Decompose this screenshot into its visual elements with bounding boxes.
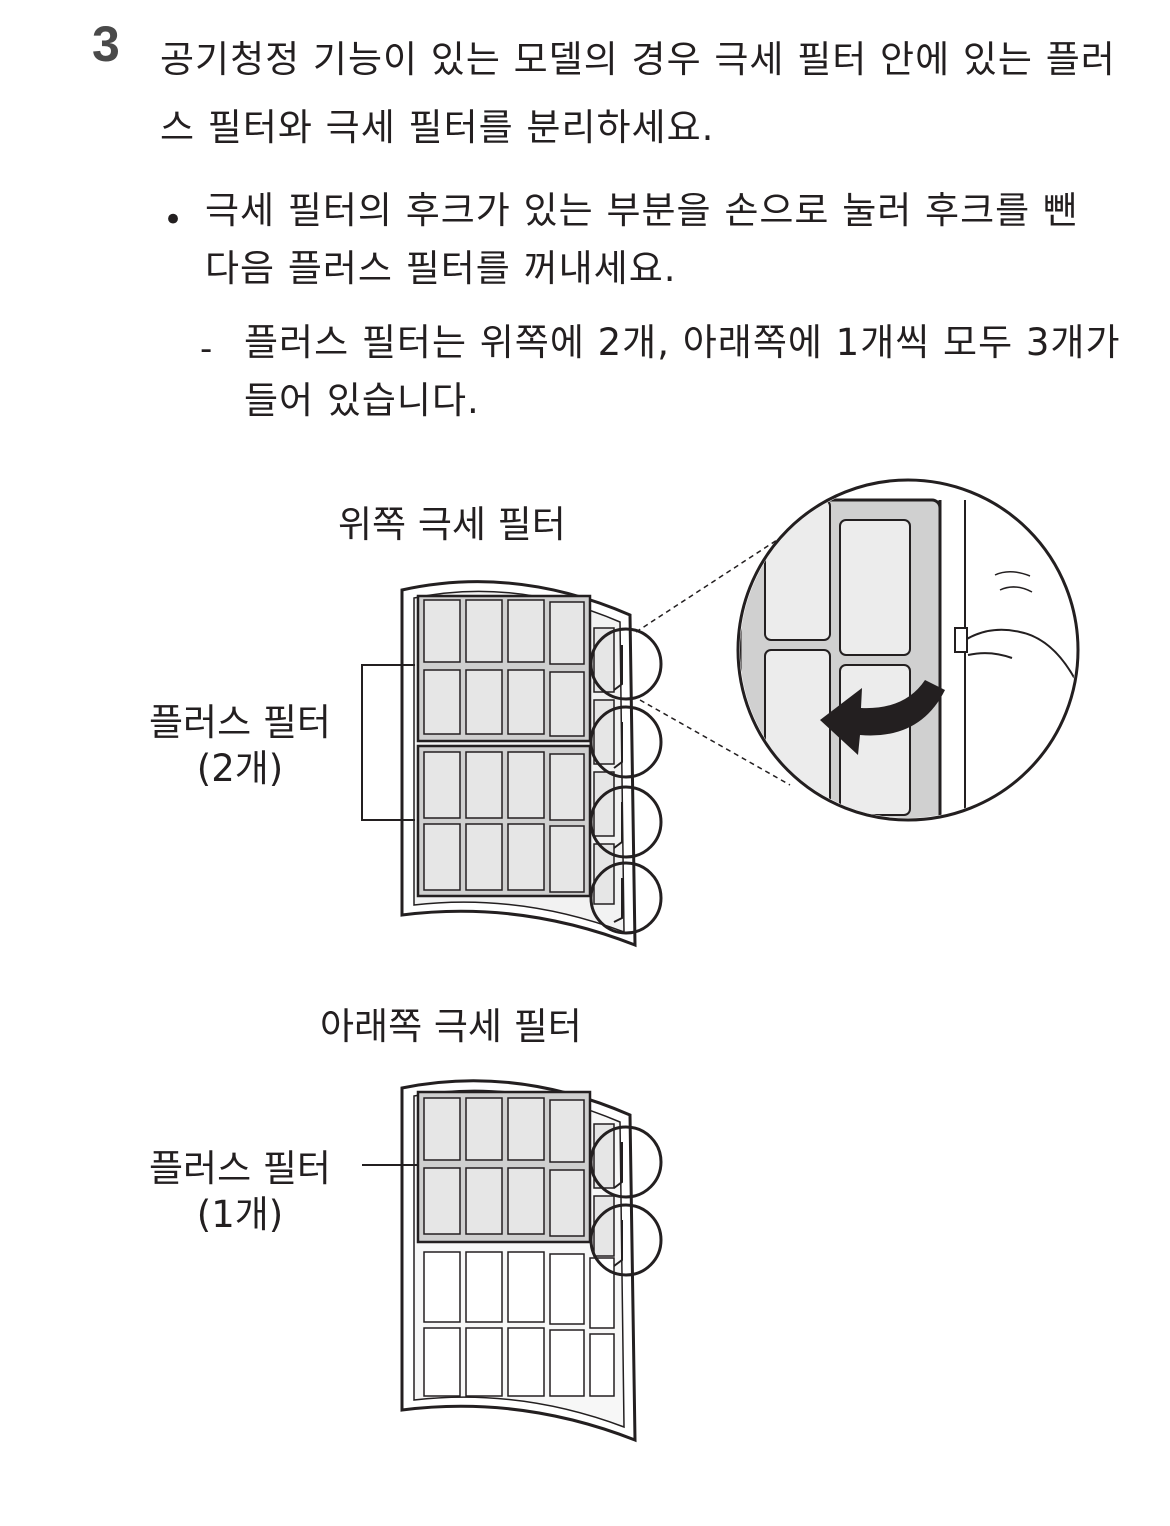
upper-label-bracket: [361, 664, 415, 821]
upper-plus-filter-count: (2개): [196, 747, 284, 790]
lower-filter-title: 아래쪽 극세 필터: [320, 1005, 582, 1048]
hook-circle-icon: [589, 627, 663, 701]
dash-icon: -: [200, 329, 213, 369]
hook-circle-icon: [589, 785, 663, 859]
lower-plus-filter-name: 플러스 필터: [149, 1147, 331, 1190]
upper-plus-filter-label: 플러스 필터 (2개): [130, 700, 350, 792]
hook-circle-icon: [589, 1203, 663, 1277]
upper-filter-title: 위쪽 극세 필터: [338, 503, 566, 546]
curved-arrow-icon: [820, 680, 945, 755]
step-instruction: 공기청정 기능이 있는 모델의 경우 극세 필터 안에 있는 플러스 필터와 극…: [160, 38, 1116, 149]
hook-circle-icon: [589, 861, 663, 935]
bullet-instruction: 극세 필터의 후크가 있는 부분을 손으로 눌러 후크를 뺀 다음 플러스 필터…: [205, 189, 1078, 290]
lower-plus-filter-count: (1개): [196, 1193, 284, 1236]
step-number: 3: [92, 16, 120, 72]
note-text: 플러스 필터는 위쪽에 2개, 아래쪽에 1개씩 모두 3개가 들어 있습니다.: [244, 321, 1121, 422]
hook-circle-icon: [589, 1125, 663, 1199]
upper-ultrafine-filter: [361, 580, 663, 948]
hand-icon: [964, 628, 1076, 701]
bullet-dot-icon: •: [163, 200, 184, 240]
lower-plus-filter-label: 플러스 필터 (1개): [130, 1146, 350, 1238]
hook-circle-icon: [589, 705, 663, 779]
upper-plus-filter-name: 플러스 필터: [149, 701, 331, 744]
zoom-detail: [736, 478, 1080, 822]
lower-ultrafine-filter: [362, 1079, 663, 1443]
